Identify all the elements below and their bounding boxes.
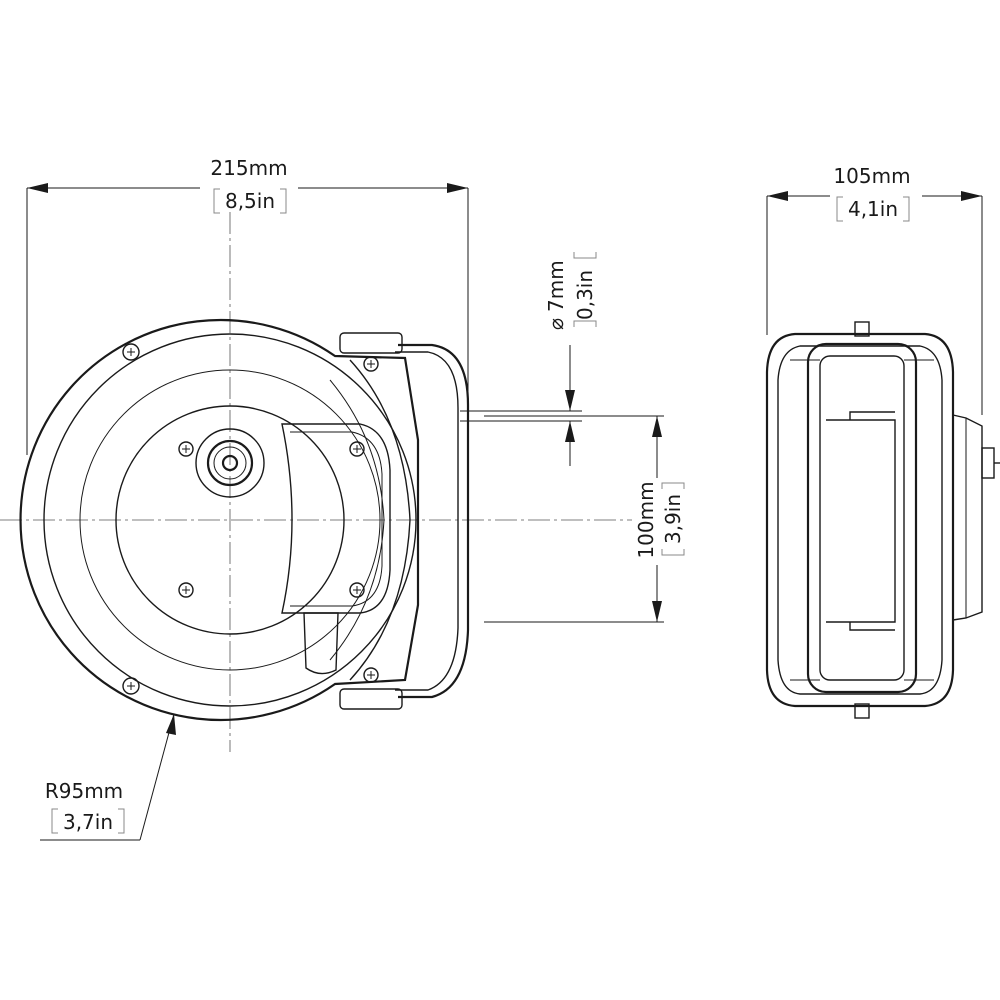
width-front-imperial: 8,5in bbox=[225, 189, 275, 213]
screw-icon bbox=[122, 343, 140, 361]
hole-spacing-metric: 100mm bbox=[634, 481, 658, 558]
side-mount-plate bbox=[952, 414, 983, 621]
side-handle bbox=[806, 342, 918, 694]
bracket-left bbox=[51, 808, 58, 834]
bracket-top bbox=[661, 482, 685, 489]
bracket-inner bbox=[395, 351, 459, 691]
screw-icon bbox=[178, 441, 194, 457]
bracket-right bbox=[280, 188, 287, 214]
drum-ring bbox=[79, 369, 381, 671]
side-housing bbox=[765, 332, 955, 708]
side-handle-inner bbox=[819, 355, 905, 681]
screw-icon bbox=[349, 441, 365, 457]
hole-diameter-imperial: 0,3in bbox=[573, 270, 597, 320]
housing-flange bbox=[349, 359, 411, 681]
arrowhead bbox=[652, 416, 662, 437]
dimension-hole-diameter: ⌀ 7mm 0,3in bbox=[460, 252, 597, 466]
housing-outline bbox=[19, 318, 420, 722]
bracket-bottom bbox=[661, 549, 685, 556]
screw-icon bbox=[122, 677, 140, 695]
screw-icon bbox=[178, 582, 194, 598]
hub-ring bbox=[206, 439, 254, 487]
housing-flange-inner bbox=[329, 379, 385, 661]
mounting-bracket bbox=[398, 343, 470, 699]
arrowhead bbox=[166, 714, 176, 735]
housing-rim bbox=[43, 333, 417, 707]
radius-imperial: 3,7in bbox=[63, 810, 113, 834]
side-outlet bbox=[981, 447, 995, 479]
hole-spacing-metric-wrap: 100mm bbox=[634, 481, 658, 558]
bracket-right bbox=[903, 196, 910, 222]
width-front-metric: 215mm bbox=[210, 156, 287, 180]
arrowhead bbox=[961, 191, 982, 201]
arrowhead bbox=[767, 191, 788, 201]
bracket-top bbox=[573, 320, 597, 327]
hub-outer bbox=[195, 428, 265, 498]
cover-plate-inner bbox=[290, 431, 383, 607]
arrowhead bbox=[565, 421, 575, 442]
hole-spacing-imperial: 3,9in bbox=[661, 494, 685, 544]
hole-diameter-imperial-wrap: 0,3in bbox=[573, 270, 597, 320]
arrowhead bbox=[447, 183, 468, 193]
hub bbox=[195, 428, 265, 498]
side-drum bbox=[826, 411, 896, 631]
cover-plate bbox=[281, 423, 391, 614]
arrowhead bbox=[652, 601, 662, 622]
centerlines bbox=[0, 212, 632, 752]
hose-outlet bbox=[303, 612, 339, 675]
drum-face bbox=[115, 405, 345, 635]
hole-spacing-imperial-wrap: 3,9in bbox=[661, 494, 685, 544]
screw-icon bbox=[363, 356, 379, 372]
bracket-right bbox=[118, 808, 125, 834]
diameter-symbol: ⌀ bbox=[544, 318, 568, 330]
bracket-bottom bbox=[573, 252, 597, 259]
hub-inner-ring bbox=[213, 446, 247, 480]
radius-metric: R95mm bbox=[45, 779, 123, 803]
dimension-width-front: 215mm 8,5in bbox=[26, 156, 469, 455]
bottom-clip bbox=[339, 688, 403, 710]
bracket-left bbox=[836, 196, 843, 222]
face-screws bbox=[122, 343, 379, 695]
dimension-hole-spacing: 100mm 3,9in bbox=[484, 415, 685, 623]
leader-line bbox=[139, 713, 175, 841]
bracket-left bbox=[213, 188, 220, 214]
hole-diameter-label: ⌀ 7mm bbox=[544, 260, 568, 330]
front-view bbox=[19, 318, 470, 722]
side-top-tab bbox=[854, 321, 870, 337]
side-view bbox=[765, 321, 1000, 719]
screw-icon bbox=[349, 582, 365, 598]
dimension-radius: R95mm 3,7in bbox=[40, 713, 176, 841]
top-clip bbox=[339, 332, 403, 354]
arrowhead bbox=[27, 183, 48, 193]
side-bottom-tab bbox=[854, 703, 870, 719]
width-side-imperial: 4,1in bbox=[848, 197, 898, 221]
side-housing-inner bbox=[777, 345, 943, 695]
dimension-width-side: 105mm 4,1in bbox=[766, 164, 983, 415]
width-side-metric: 105mm bbox=[833, 164, 910, 188]
hole-diameter-metric: 7mm bbox=[544, 260, 568, 312]
hub-bolt bbox=[221, 454, 239, 472]
screw-icon bbox=[363, 667, 379, 683]
arrowhead bbox=[565, 390, 575, 411]
